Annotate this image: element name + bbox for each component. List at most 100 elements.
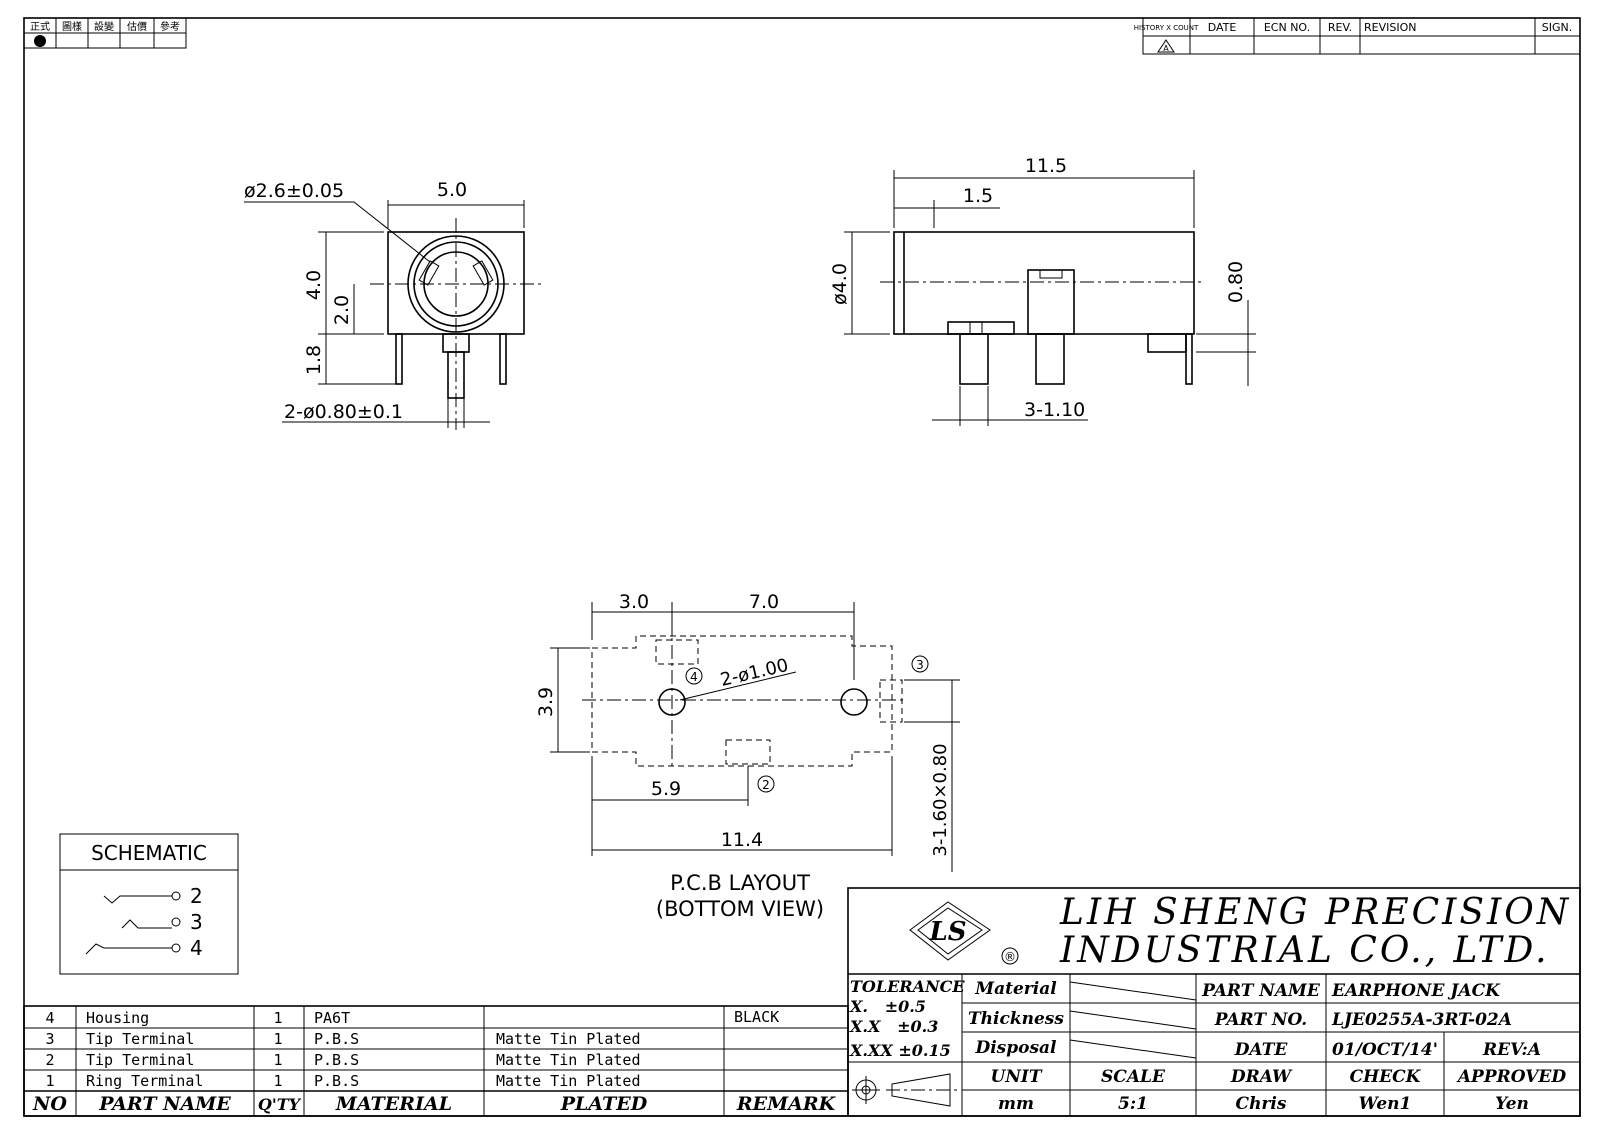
bom-material: P.B.S xyxy=(314,1072,359,1090)
bom-plated: Matte Tin Plated xyxy=(496,1030,641,1048)
side-dim-front: 1.5 xyxy=(963,185,993,207)
bom-part-name: Housing xyxy=(86,1009,149,1027)
disposal-label: Disposal xyxy=(974,1038,1057,1058)
part-name-value: EARPHONE JACK xyxy=(1331,981,1501,1001)
unit-value: mm xyxy=(998,1094,1034,1114)
tolerance-xx: X.X ±0.3 xyxy=(849,1017,938,1036)
front-dim-width: 5.0 xyxy=(437,179,467,201)
history-header-ecn: ECN NO. xyxy=(1264,21,1310,34)
table-row: 4 Housing 1 PA6T BLACK xyxy=(45,1008,779,1027)
projection-symbol-icon xyxy=(852,1073,958,1107)
schematic-box: SCHEMATIC 2 3 4 xyxy=(59,833,239,975)
bom-header-material: MATERIAL xyxy=(335,1093,452,1115)
rev-value: REV:A xyxy=(1482,1040,1541,1060)
corner-status-box: 正式 圖樣 設變 估價 參考 xyxy=(23,17,187,49)
pcb-layout: 3.0 7.0 3.9 2-ø1.00 5.9 11.4 3-1.60×0.80… xyxy=(535,591,960,921)
pcb-dim-c: 5.9 xyxy=(651,778,681,800)
approved-value: Yen xyxy=(1495,1094,1529,1114)
front-dim-center: 2.0 xyxy=(331,295,353,325)
pin-3-callout-icon xyxy=(911,655,929,673)
history-header-rev: REV. xyxy=(1328,21,1352,34)
schematic-pin-4: 4 xyxy=(190,936,203,960)
status-dot-icon xyxy=(34,35,46,47)
corner-cell-0: 正式 xyxy=(30,20,50,33)
bom-no: 1 xyxy=(45,1072,54,1090)
bom-header-remark: REMARK xyxy=(736,1093,837,1115)
draw-value: Chris xyxy=(1236,1094,1287,1114)
side-dim-diameter: ø4.0 xyxy=(829,263,851,305)
schematic-pin-3: 3 xyxy=(190,910,203,934)
pcb-pin-4: 4 xyxy=(690,670,698,684)
pcb-pin-3: 3 xyxy=(916,658,924,672)
title-block: LS ® LIH SHENG PRECISION INDUSTRIAL CO.,… xyxy=(847,887,1581,1117)
bom-table: 4 Housing 1 PA6T BLACK 3 Tip Terminal 1 … xyxy=(23,1005,849,1117)
history-header-count: HISTORY X COUNT xyxy=(1134,24,1199,32)
company-line1: LIH SHENG PRECISION xyxy=(1059,892,1571,933)
corner-cell-4: 參考 xyxy=(160,20,180,33)
pcb-dim-slots: 3-1.60×0.80 xyxy=(930,743,951,856)
bom-qty: 1 xyxy=(273,1009,282,1027)
registered-mark: ® xyxy=(1004,950,1016,964)
bom-material: P.B.S xyxy=(314,1051,359,1069)
pcb-pin-2: 2 xyxy=(762,778,770,792)
bom-part-name: Ring Terminal xyxy=(86,1072,203,1090)
pcb-dim-b: 7.0 xyxy=(749,591,779,613)
tolerance-x: X. ±0.5 xyxy=(849,997,926,1016)
date-value: 01/OCT/14' xyxy=(1332,1040,1438,1060)
side-housing xyxy=(893,231,1195,335)
unit-label: UNIT xyxy=(991,1067,1043,1087)
corner-cell-3: 估價 xyxy=(127,20,147,33)
history-header-date: DATE xyxy=(1208,21,1237,34)
pcb-dim-total: 11.4 xyxy=(721,829,763,851)
approved-label: APPROVED xyxy=(1456,1067,1567,1087)
part-no-value: LJE0255A-3RT-02A xyxy=(1331,1010,1512,1030)
side-view: 11.5 1.5 ø4.0 0.80 3-1.10 xyxy=(829,155,1256,426)
part-no-label: PART NO. xyxy=(1214,1010,1307,1030)
pin-2-callout-icon xyxy=(757,775,775,793)
front-dim-pin: 1.8 xyxy=(303,345,325,375)
bom-plated: Matte Tin Plated xyxy=(496,1051,641,1069)
bom-header-part-name: PART NAME xyxy=(98,1093,231,1115)
side-dim-pins: 3-1.10 xyxy=(1024,399,1085,421)
pcb-dim-holes: 2-ø1.00 xyxy=(718,655,790,691)
pcb-title: P.C.B LAYOUT xyxy=(670,871,810,895)
bom-no: 4 xyxy=(45,1009,54,1027)
thickness-label: Thickness xyxy=(968,1009,1064,1029)
front-dim-height: 4.0 xyxy=(303,270,325,300)
pcb-dim-height: 3.9 xyxy=(535,687,557,717)
pcb-subtitle: (BOTTOM VIEW) xyxy=(656,897,824,921)
bom-qty: 1 xyxy=(273,1030,282,1048)
bom-part-name: Tip Terminal xyxy=(86,1030,194,1048)
tolerance-label: TOLERANCE xyxy=(850,977,965,996)
pin-4-callout-icon xyxy=(685,667,703,685)
bom-qty: 1 xyxy=(273,1051,282,1069)
front-dim-diameter: ø2.6±0.05 xyxy=(244,180,344,202)
company-line2: INDUSTRIAL CO., LTD. xyxy=(1059,930,1550,971)
front-dim-pins: 2-ø0.80±0.1 xyxy=(284,401,403,423)
side-dim-length: 11.5 xyxy=(1025,155,1067,177)
bom-qty: 1 xyxy=(273,1072,282,1090)
corner-cell-1: 圖樣 xyxy=(62,20,82,33)
check-label: CHECK xyxy=(1350,1067,1422,1087)
check-value: Wen1 xyxy=(1359,1094,1412,1114)
scale-value: 5:1 xyxy=(1118,1094,1148,1114)
bom-plated: Matte Tin Plated xyxy=(496,1072,641,1090)
history-header-revision: REVISION xyxy=(1364,21,1416,34)
schematic-title: SCHEMATIC xyxy=(91,841,207,865)
bom-no: 2 xyxy=(45,1051,54,1069)
part-name-label: PART NAME xyxy=(1201,981,1321,1001)
date-label: DATE xyxy=(1234,1040,1289,1060)
pcb-hole-2 xyxy=(840,688,868,716)
history-table: HISTORY X COUNT DATE ECN NO. REV. REVISI… xyxy=(1134,17,1581,55)
table-row: 2 Tip Terminal 1 P.B.S Matte Tin Plated xyxy=(45,1051,640,1069)
table-row: 1 Ring Terminal 1 P.B.S Matte Tin Plated xyxy=(45,1072,640,1090)
bom-header-qty: Q'TY xyxy=(258,1095,302,1114)
revision-triangle-icon xyxy=(1157,39,1175,53)
logo-text: LS xyxy=(928,917,966,947)
material-label: Material xyxy=(974,979,1057,999)
front-view: 5.0 ø2.6±0.05 4.0 2.0 1.8 2-ø0.80±0.1 xyxy=(244,179,542,430)
pcb-dim-a: 3.0 xyxy=(619,591,649,613)
tolerance-xxx: X.XX ±0.15 xyxy=(849,1041,951,1060)
history-header-sign: SIGN. xyxy=(1542,21,1572,34)
